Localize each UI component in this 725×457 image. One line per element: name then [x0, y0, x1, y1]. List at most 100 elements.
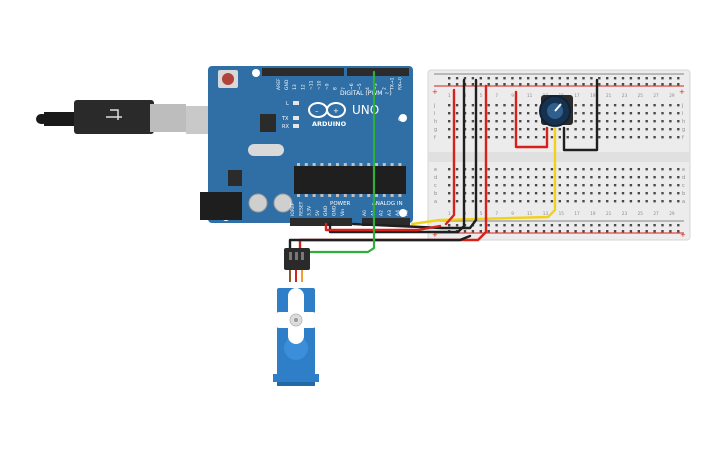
wires	[288, 70, 599, 258]
column-number: 17	[574, 93, 580, 98]
wire-rail-red-1	[444, 88, 456, 226]
digital-pin-label: ~3	[373, 83, 379, 90]
power-analog-pin-label: A3	[387, 210, 393, 216]
row-letter: a	[682, 199, 685, 205]
digital-pin-label: TX→1	[389, 77, 395, 91]
digital-pin-label: ~10	[317, 80, 323, 90]
crystal	[248, 144, 284, 156]
rail-plus-bottom-right: +	[680, 231, 686, 239]
arduino-logo: – +	[308, 102, 346, 118]
row-letter: g	[682, 127, 685, 133]
tx-led-label: TX	[281, 116, 289, 122]
digital-pin-label: ~5	[357, 83, 363, 90]
analog-label: ANALOG IN	[372, 201, 403, 207]
power-analog-pin-label: GND	[323, 205, 329, 216]
digital-pin-label: GND	[284, 79, 290, 90]
power-header	[290, 218, 352, 226]
power-analog-pin-label: RESET	[298, 201, 304, 216]
wire-pot-black	[562, 78, 599, 152]
digital-pin-label: ~11	[308, 80, 314, 90]
column-number: 25	[638, 211, 644, 216]
rx-led-label: RX	[282, 124, 289, 130]
column-number: 13	[543, 211, 549, 216]
column-number: 11	[527, 211, 533, 216]
svg-text:–: –	[315, 107, 319, 115]
digital-pin-label: 7	[341, 87, 347, 90]
column-number: 23	[622, 211, 628, 216]
rail-plus-top: +	[432, 88, 438, 96]
usb-chip	[260, 114, 276, 132]
wire-rail-red-2	[298, 84, 488, 254]
capacitor-1	[248, 193, 268, 213]
wire-red-5v	[324, 222, 442, 232]
power-jack	[200, 192, 242, 220]
row-letter: j	[433, 103, 435, 109]
power-label: POWER	[330, 201, 351, 207]
column-number: 15	[559, 211, 565, 216]
column-number: 21	[606, 211, 612, 216]
digital-pin-label: 2	[381, 87, 387, 90]
row-letter: b	[682, 191, 685, 197]
tx-led	[293, 116, 299, 120]
column-number: 23	[622, 93, 628, 98]
column-number: 25	[638, 93, 644, 98]
potentiometer-icon[interactable]	[539, 95, 573, 127]
power-analog-pin-label: A5	[404, 210, 410, 216]
row-letter: j	[681, 103, 683, 109]
rx-led	[293, 124, 299, 128]
column-number: 21	[606, 93, 612, 98]
digital-header-right	[347, 68, 409, 76]
digital-pin-label: 12	[300, 84, 306, 90]
digital-pin-label: ~9	[325, 83, 331, 90]
column-number: 9	[511, 93, 514, 98]
column-number: 5	[480, 93, 483, 98]
rail-plus-bottom: +	[432, 231, 438, 239]
power-analog-pin-label: 3.3V	[307, 205, 313, 216]
microcontroller-chip	[294, 166, 406, 194]
power-analog-pin-label: A4	[395, 210, 401, 216]
model-label: UNO	[352, 103, 379, 117]
rail-plus-top-right: +	[679, 88, 685, 96]
column-number: 11	[527, 93, 533, 98]
row-letter: f	[434, 135, 436, 141]
row-letter: i	[434, 111, 435, 117]
column-number: 5	[480, 211, 483, 216]
power-analog-pin-label: A0	[362, 210, 368, 216]
row-letter: e	[434, 167, 437, 173]
svg-text:+: +	[333, 107, 339, 115]
column-number: 7	[495, 211, 498, 216]
l-led-label: L	[286, 101, 289, 107]
column-number: 19	[590, 93, 596, 98]
row-letter: e	[682, 167, 685, 173]
row-letter: a	[434, 199, 437, 205]
digital-pin-label: 8	[333, 87, 339, 90]
column-number: 19	[590, 211, 596, 216]
row-letter: c	[682, 183, 685, 189]
row-letter: i	[682, 111, 683, 117]
power-analog-pin-label: A2	[379, 210, 385, 216]
column-number: 9	[511, 211, 514, 216]
power-analog-pin-label: IOREF	[290, 202, 296, 216]
wire-pot-red	[514, 90, 549, 149]
power-analog-pin-label: 5V	[315, 209, 321, 216]
brand-label: ARDUINO	[312, 120, 347, 128]
column-number: 29	[669, 93, 675, 98]
servo-icon[interactable]	[272, 248, 320, 386]
column-number: 17	[574, 211, 580, 216]
digital-header-left	[262, 68, 344, 76]
digital-label: DIGITAL (PWM ~)	[340, 90, 392, 97]
row-letter: h	[434, 119, 437, 125]
row-letter: d	[682, 175, 685, 181]
digital-pin-label: ~6	[349, 83, 355, 90]
wire-rail-black-1	[351, 78, 478, 230]
l-led	[293, 101, 299, 105]
column-number: 29	[669, 211, 675, 216]
row-letter: d	[434, 175, 437, 181]
row-letter: h	[682, 119, 685, 125]
column-number: 1	[448, 93, 451, 98]
digital-pin-label: RX←0	[398, 77, 404, 90]
